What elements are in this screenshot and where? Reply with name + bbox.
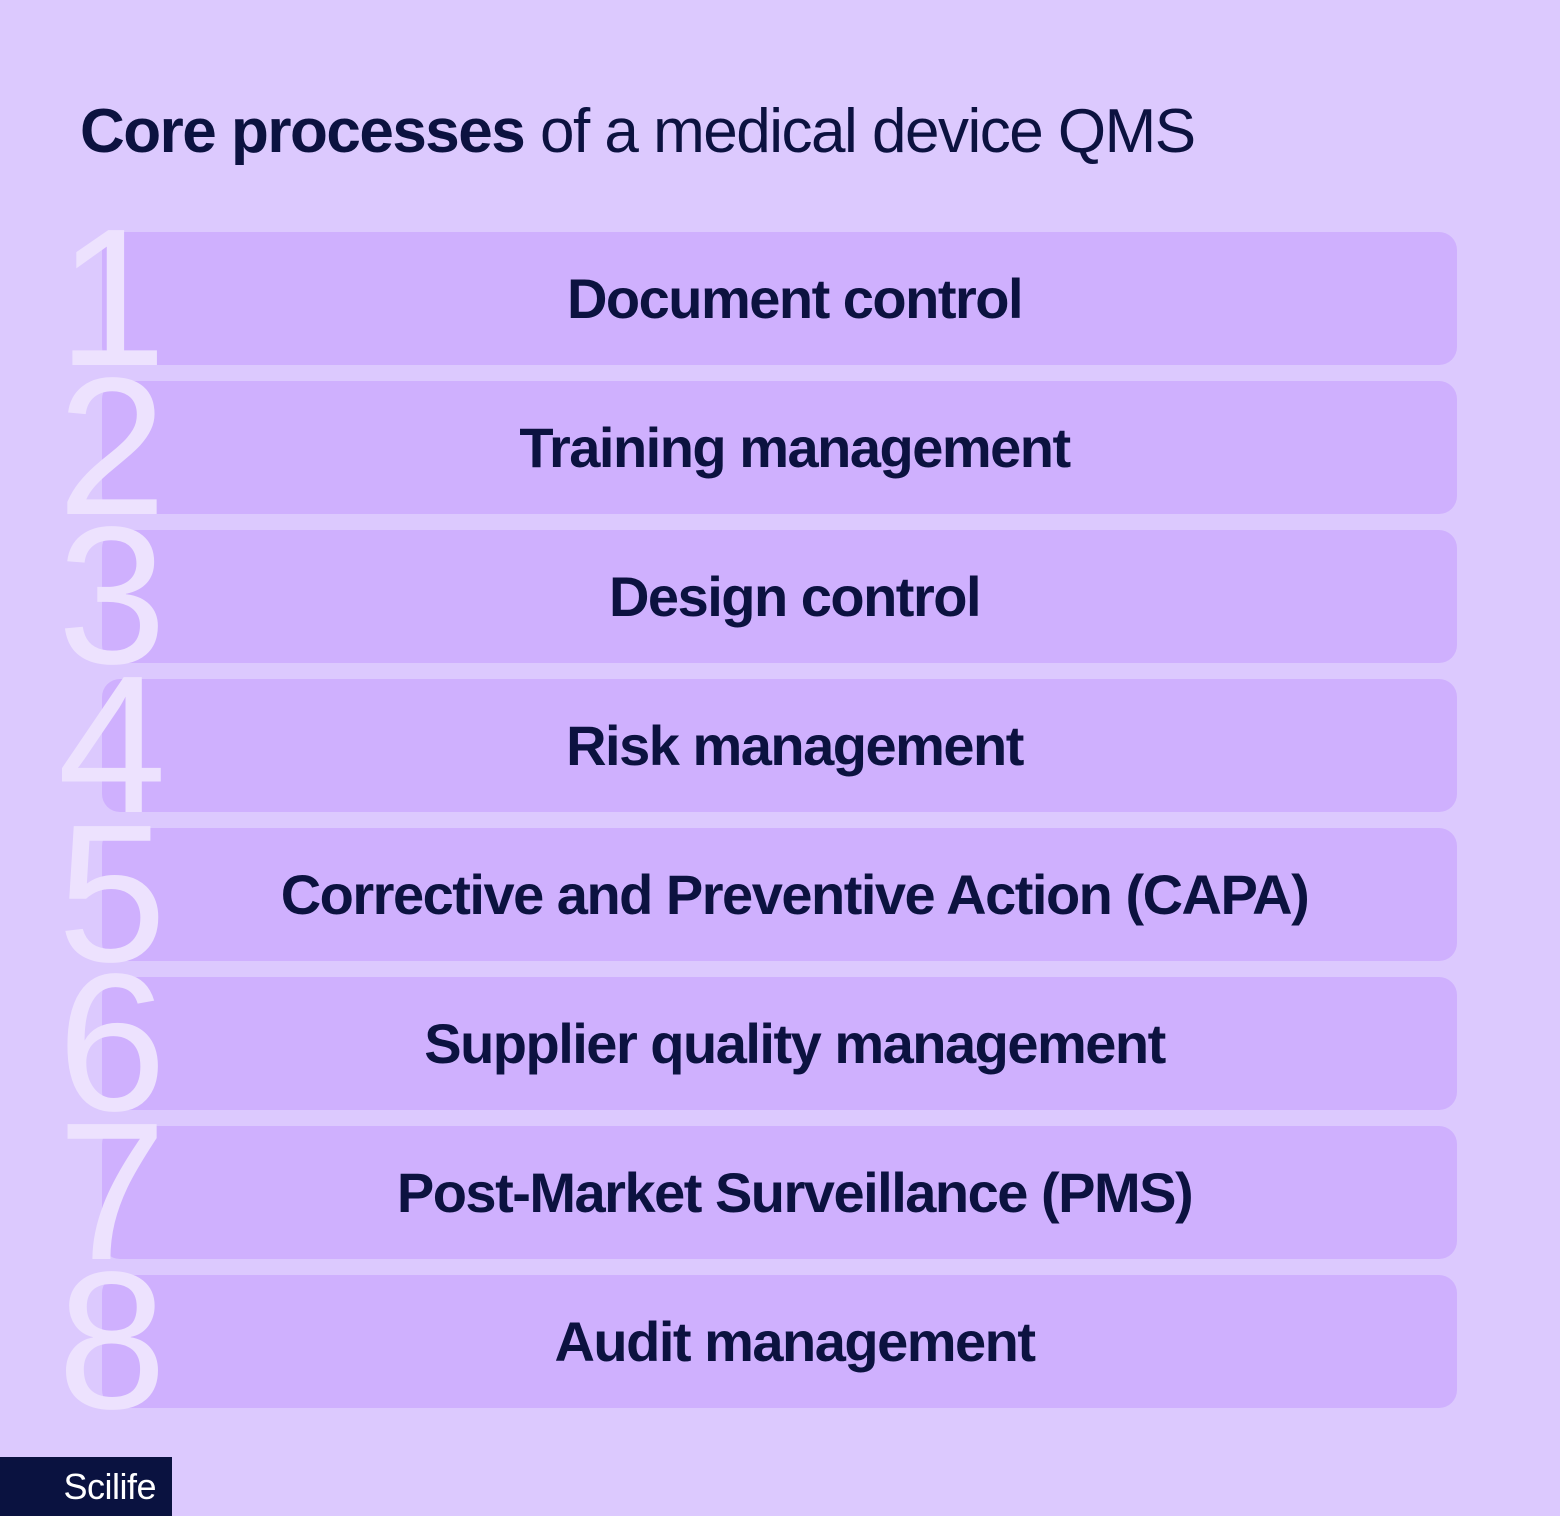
process-label: Risk management [566, 714, 1024, 777]
process-bar: Design control [102, 530, 1457, 663]
process-label: Document control [566, 267, 1024, 330]
title-rest: of a medical device QMS [524, 97, 1196, 166]
process-item: Document control 1 [0, 200, 1560, 396]
process-item: Supplier quality management 6 [0, 945, 1560, 1141]
process-bar: Document control [102, 232, 1457, 365]
process-bar: Post-Market Surveillance (PMS) [102, 1126, 1457, 1259]
process-bar: Corrective and Preventive Action (CAPA) [102, 828, 1457, 961]
process-item: Design control 3 [0, 498, 1560, 694]
process-item: Risk management 4 [0, 647, 1560, 843]
title-bold: Core processes [80, 97, 526, 166]
process-label: Supplier quality management [424, 1012, 1166, 1075]
process-label: Training management [519, 416, 1071, 479]
process-item: Corrective and Preventive Action (CAPA) … [0, 796, 1560, 992]
brand-logo: Scilife [0, 1457, 172, 1516]
process-bar: Training management [102, 381, 1457, 514]
process-label: Post-Market Surveillance (PMS) [396, 1161, 1194, 1224]
page-title: Core processes of a medical device QMS [80, 94, 1196, 170]
process-bar: Supplier quality management [102, 977, 1457, 1110]
brand-logo-text: Scilife [63, 1465, 156, 1507]
process-label: Audit management [554, 1310, 1036, 1373]
process-label: Design control [608, 565, 982, 628]
process-item: Audit management 8 [0, 1243, 1560, 1439]
process-bar: Audit management [102, 1275, 1457, 1408]
process-label: Corrective and Preventive Action (CAPA) [280, 863, 1310, 926]
process-bar: Risk management [102, 679, 1457, 812]
process-item: Training management 2 [0, 349, 1560, 545]
process-item: Post-Market Surveillance (PMS) 7 [0, 1094, 1560, 1290]
